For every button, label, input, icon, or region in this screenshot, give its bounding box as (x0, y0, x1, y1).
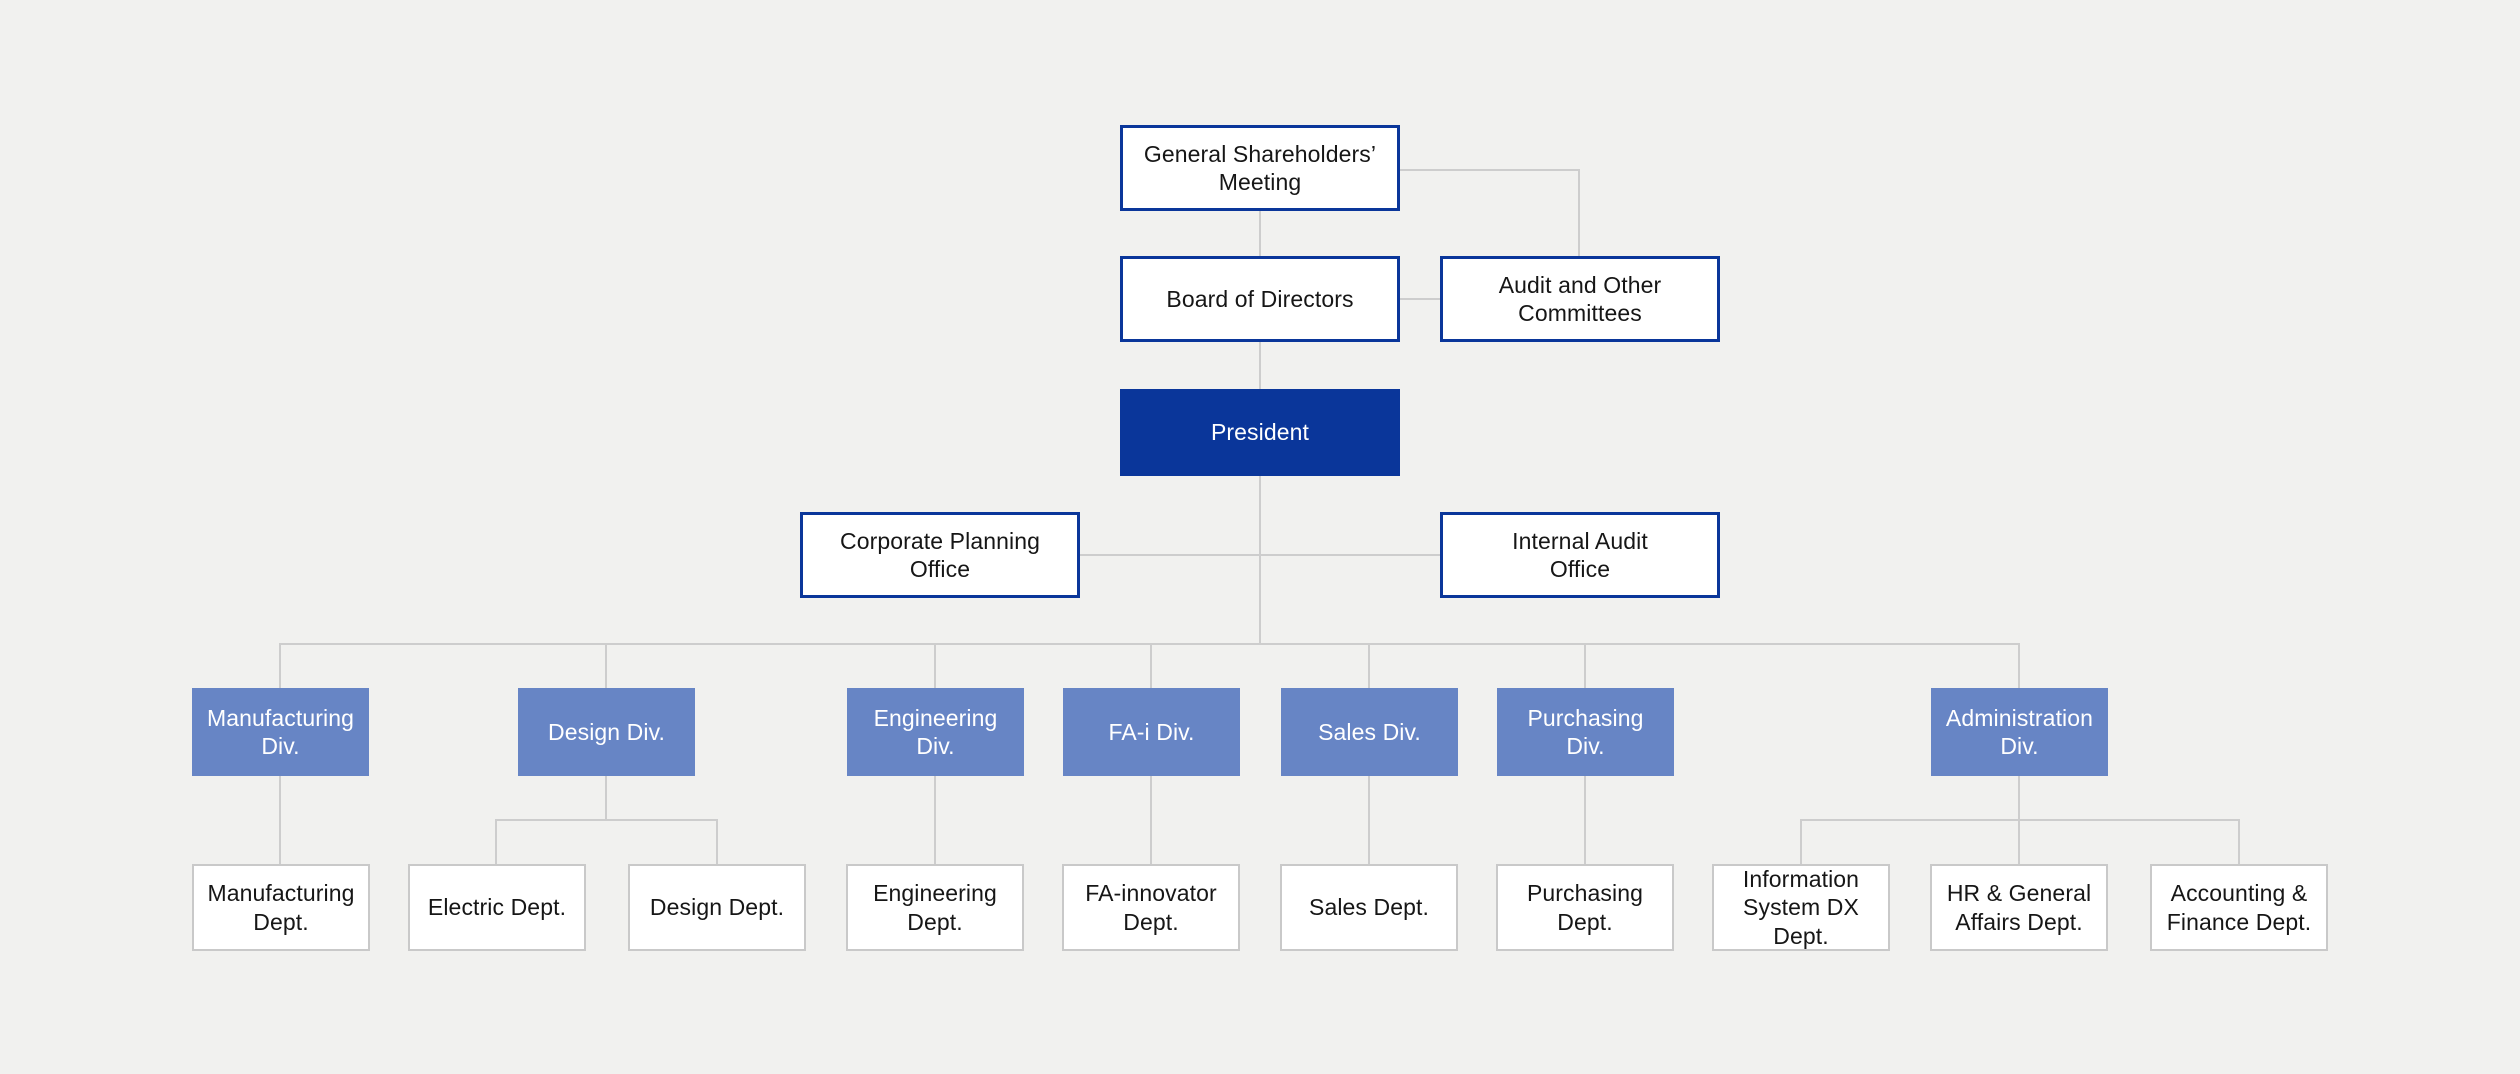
connector-line (1400, 169, 1580, 171)
connector-line (605, 643, 607, 688)
connector-line (605, 776, 607, 821)
connector-line (1259, 211, 1261, 256)
node-general-shareholders-meeting: General Shareholders’ Meeting (1120, 125, 1400, 211)
node-manufacturing-div: Manufacturing Div. (192, 688, 369, 776)
node-engineering-div: Engineering Div. (847, 688, 1024, 776)
node-corporate-planning-office: Corporate Planning Office (800, 512, 1080, 598)
node-fa-i-div: FA-i Div. (1063, 688, 1240, 776)
node-accounting-finance-dept: Accounting & Finance Dept. (2150, 864, 2328, 951)
node-engineering-dept: Engineering Dept. (846, 864, 1024, 951)
connector-line (1800, 819, 1802, 864)
connector-line (1080, 554, 1440, 556)
connector-line (934, 776, 936, 864)
connector-line (279, 776, 281, 864)
node-sales-dept: Sales Dept. (1280, 864, 1458, 951)
node-administration-div: Administration Div. (1931, 688, 2108, 776)
connector-line (1368, 643, 1370, 688)
node-manufacturing-dept: Manufacturing Dept. (192, 864, 370, 951)
connector-line (1368, 776, 1370, 864)
node-internal-audit-office: Internal Audit Office (1440, 512, 1720, 598)
node-design-div: Design Div. (518, 688, 695, 776)
node-sales-div: Sales Div. (1281, 688, 1458, 776)
connector-line (1800, 819, 2240, 821)
connector-line (2018, 776, 2020, 821)
connector-line (1259, 342, 1261, 389)
node-information-system-dx-dept: Information System DX Dept. (1712, 864, 1890, 951)
connector-line (1150, 643, 1152, 688)
node-president: President (1120, 389, 1400, 476)
connector-line (716, 819, 718, 864)
connector-line (279, 643, 281, 688)
node-fa-innovator-dept: FA-innovator Dept. (1062, 864, 1240, 951)
connector-line (1259, 476, 1261, 645)
node-board-of-directors: Board of Directors (1120, 256, 1400, 342)
connector-line (1584, 776, 1586, 864)
connector-line (495, 819, 718, 821)
node-purchasing-div: Purchasing Div. (1497, 688, 1674, 776)
node-design-dept: Design Dept. (628, 864, 806, 951)
connector-line (2238, 819, 2240, 864)
connector-line (495, 819, 497, 864)
node-audit-and-other-committees: Audit and Other Committees (1440, 256, 1720, 342)
connector-line (1150, 776, 1152, 864)
connector-line (2018, 643, 2020, 688)
connector-line (2018, 819, 2020, 864)
connector-line (934, 643, 936, 688)
connector-line (1584, 643, 1586, 688)
node-hr-general-affairs-dept: HR & General Affairs Dept. (1930, 864, 2108, 951)
node-purchasing-dept: Purchasing Dept. (1496, 864, 1674, 951)
node-electric-dept: Electric Dept. (408, 864, 586, 951)
connector-line (1578, 169, 1580, 256)
connector-line (1400, 298, 1440, 300)
